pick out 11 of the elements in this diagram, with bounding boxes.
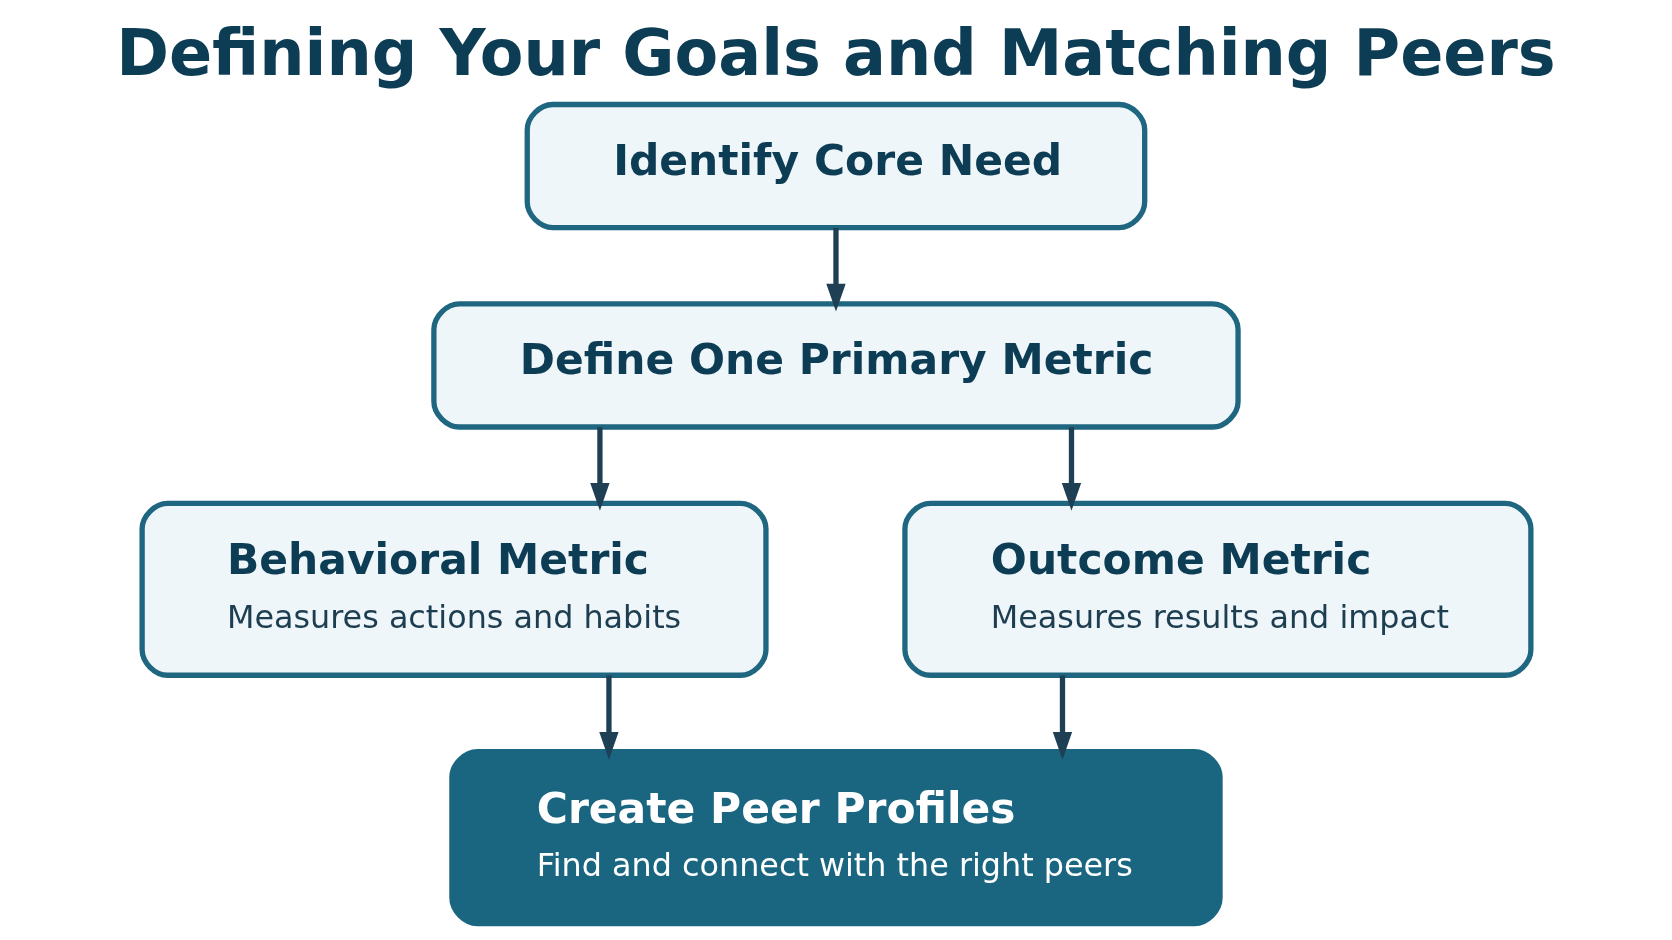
node-box: Create Peer Profiles Find and connect with the right peers (448, 748, 1223, 926)
arrow (1052, 674, 1072, 760)
node-box: Identify Core Need (524, 101, 1147, 230)
arrow (1061, 426, 1081, 511)
diagram-title: Defining Your Goals and Matching Peers (115, 15, 1556, 90)
arrow (589, 426, 610, 511)
arrow (825, 227, 846, 311)
node-box: Behavioral Metric Measures actions and habits (139, 500, 769, 678)
arrow (598, 674, 619, 760)
node-box: Outcome Metric Measures results and impact (901, 500, 1533, 678)
node-box: Define One Primary Metric (430, 300, 1241, 430)
